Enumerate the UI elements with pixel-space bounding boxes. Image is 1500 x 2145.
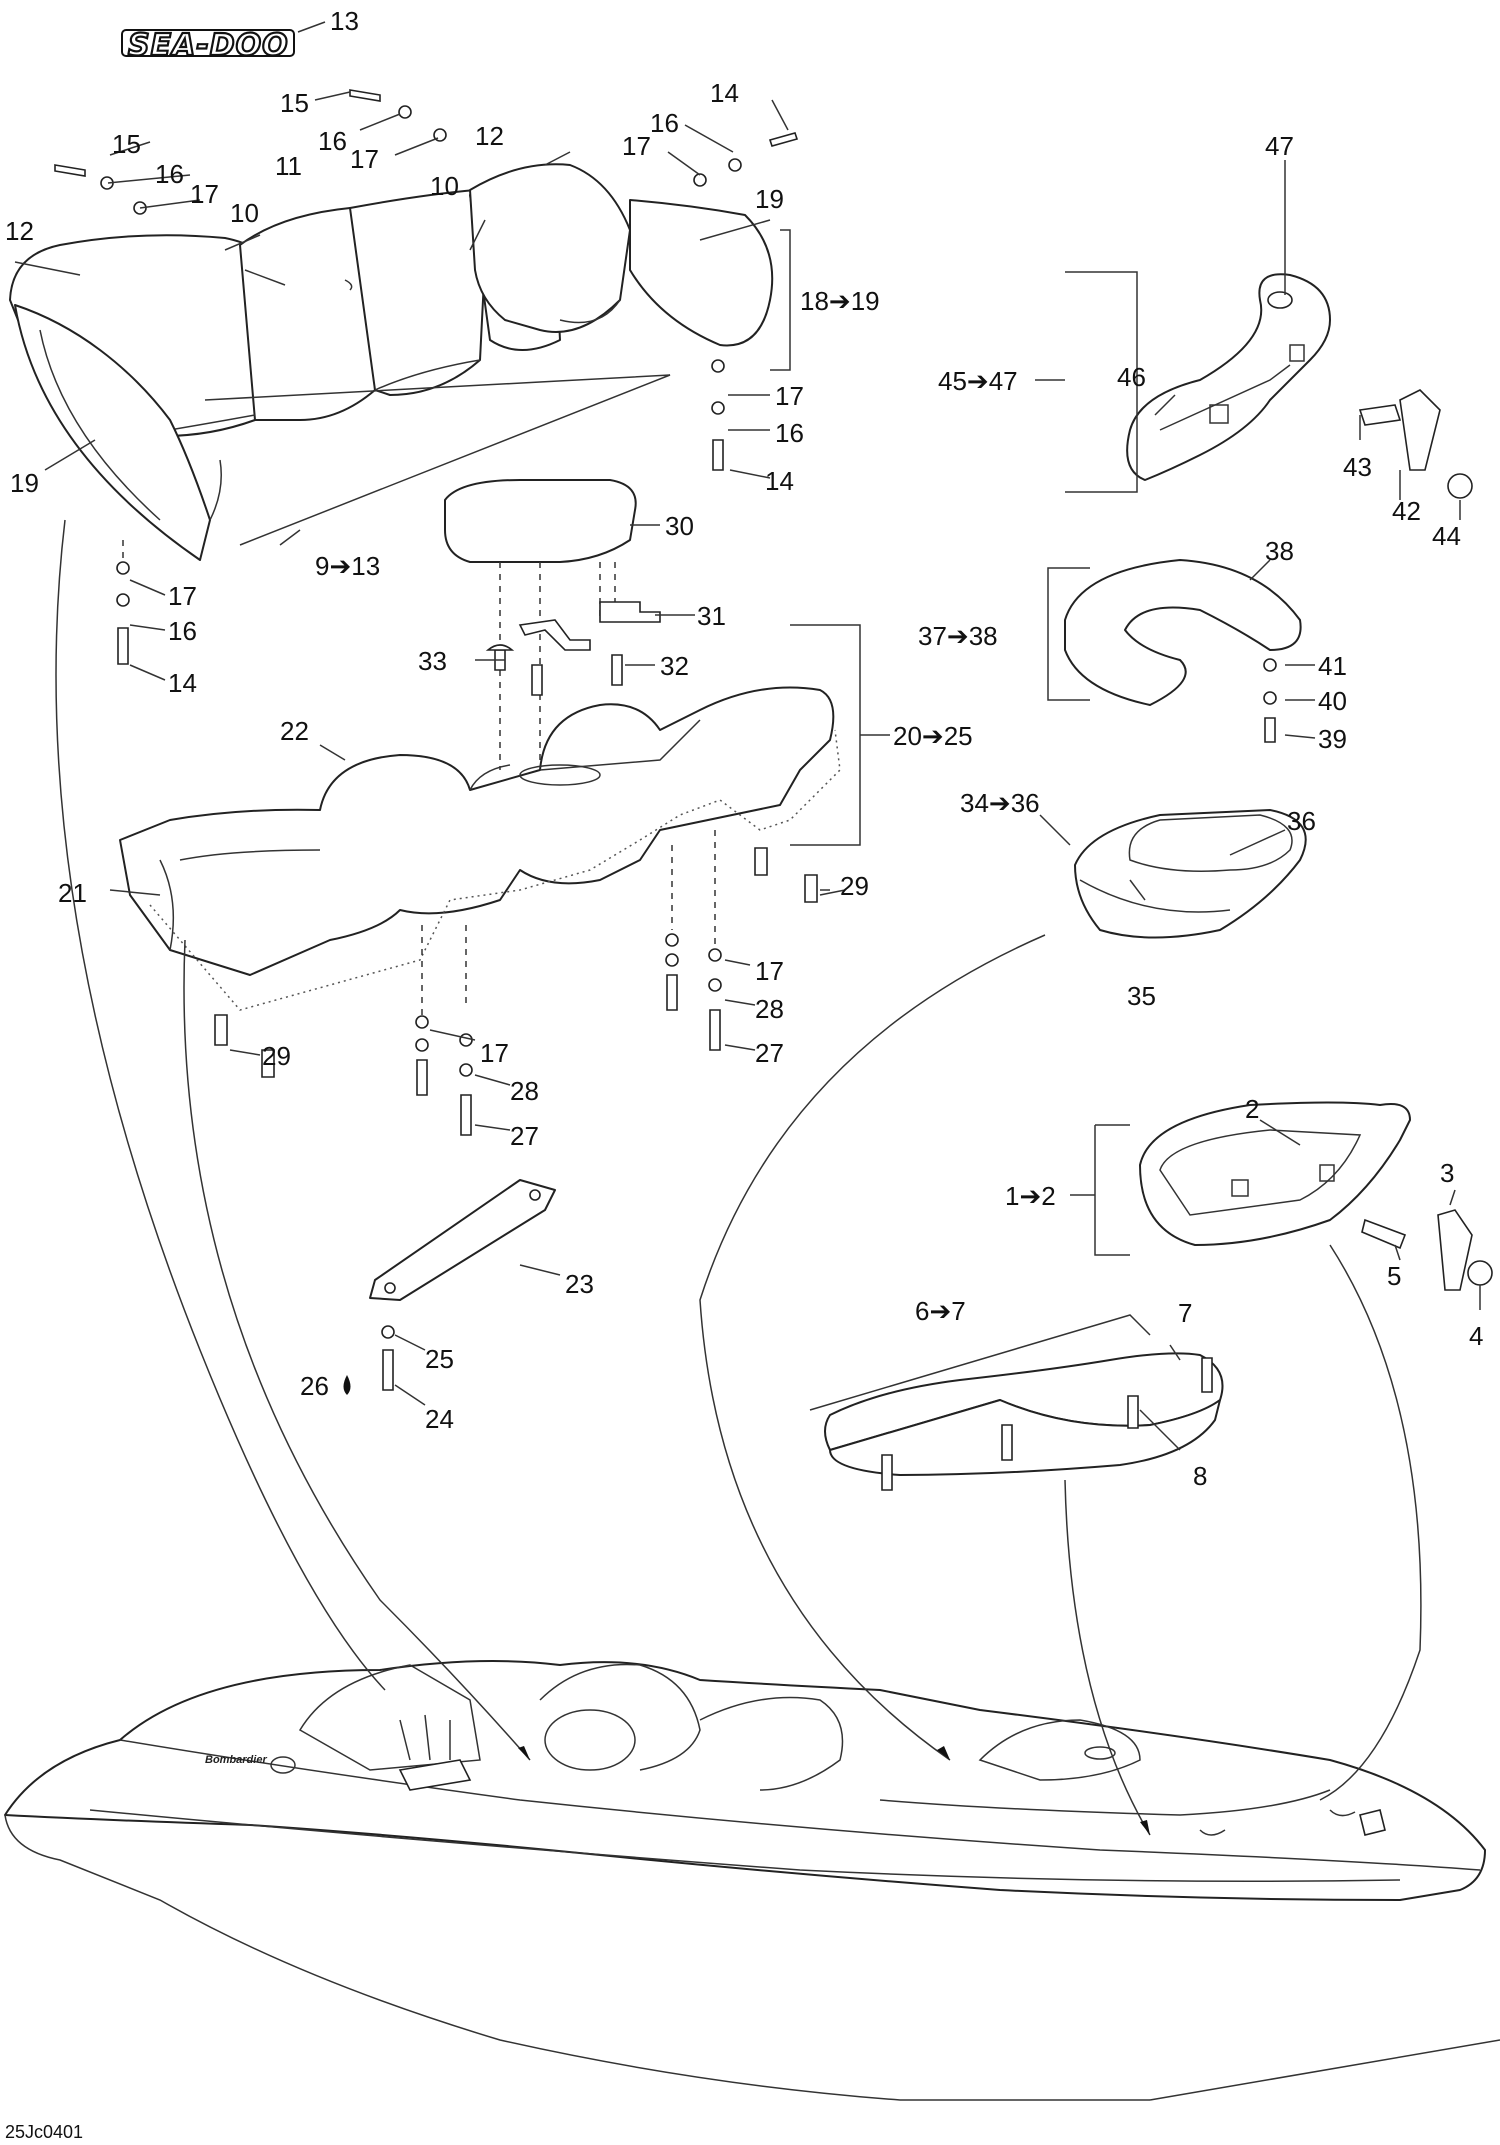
callout-16-top: 16	[318, 126, 347, 156]
callout-17-seat-right: 17	[755, 956, 784, 986]
callout-20-25: 20➔25	[893, 721, 973, 751]
callout-38: 38	[1265, 536, 1294, 566]
backrest-fasteners	[54, 89, 799, 665]
callout-23: 23	[565, 1269, 594, 1299]
callout-17-top: 17	[350, 144, 379, 174]
callout-14-right-low: 14	[765, 466, 794, 496]
callout-33: 33	[418, 646, 447, 676]
callout-34-36: 34➔36	[960, 788, 1040, 818]
callout-3: 3	[1440, 1158, 1454, 1188]
callout-43: 43	[1343, 452, 1372, 482]
callout-8: 8	[1193, 1461, 1207, 1491]
brand-text: Bombardier	[205, 1754, 267, 1766]
callout-15-top: 15	[280, 88, 309, 118]
backrest-cushion-assembly	[9, 163, 774, 561]
watercraft-hull: Bombardier	[4, 1660, 1500, 2101]
callout-6-7: 6➔7	[915, 1296, 966, 1326]
callout-29-right: 29	[840, 871, 869, 901]
callout-27-left: 27	[510, 1121, 539, 1151]
callout-16-right: 16	[650, 108, 679, 138]
callout-45-47: 45➔47	[938, 366, 1018, 396]
callout-22: 22	[280, 716, 309, 746]
callout-7: 7	[1178, 1298, 1192, 1328]
callout-13: 13	[330, 6, 359, 36]
callout-15-left: 15	[112, 129, 141, 159]
callout-17-right: 17	[622, 131, 651, 161]
callout-14-left-low: 14	[168, 668, 197, 698]
callout-37-38: 37➔38	[918, 621, 998, 651]
callout-16-left: 16	[155, 159, 184, 189]
callout-46: 46	[1117, 362, 1146, 392]
callout-44: 44	[1432, 521, 1461, 551]
callout-31: 31	[697, 601, 726, 631]
callout-1-2: 1➔2	[1005, 1181, 1056, 1211]
callout-28-right: 28	[755, 994, 784, 1024]
callout-32: 32	[660, 651, 689, 681]
callout-12-left: 12	[5, 216, 34, 246]
headrest	[1047, 559, 1302, 743]
grab-handle-rear	[1065, 271, 1473, 499]
callout-17-right-low: 17	[775, 381, 804, 411]
callout-4: 4	[1469, 1321, 1483, 1351]
callout-17-seat-left: 17	[480, 1038, 509, 1068]
callout-28-left: 28	[510, 1076, 539, 1106]
callout-29-left: 29	[262, 1041, 291, 1071]
callout-10-right: 10	[430, 171, 459, 201]
callout-41: 41	[1318, 651, 1347, 681]
storage-pad	[1074, 809, 1307, 939]
drawing-code: 25Jc0401	[5, 2122, 83, 2142]
callout-19-left: 19	[10, 468, 39, 498]
callout-10-left: 10	[230, 198, 259, 228]
callout-24: 24	[425, 1404, 454, 1434]
callout-30: 30	[665, 511, 694, 541]
callout-36: 36	[1287, 806, 1316, 836]
seat-cushion-7	[809, 1314, 1224, 1491]
leader-arrows	[55, 519, 1422, 1836]
callout-12-top: 12	[475, 121, 504, 151]
callout-labels: 13 15 16 17 15 16 17 12 11 10 10 12 14 1…	[5, 6, 1483, 1491]
callout-40: 40	[1318, 686, 1347, 716]
grab-handle-front	[1094, 1101, 1493, 1291]
callout-leaders	[14, 21, 1481, 1451]
callout-16-right-low: 16	[775, 418, 804, 448]
callout-35: 35	[1127, 981, 1156, 1011]
callout-9-13: 9➔13	[315, 551, 380, 581]
sea-doo-logo: SEA-DOO	[121, 27, 295, 64]
callout-5: 5	[1387, 1261, 1401, 1291]
callout-17-left-low: 17	[168, 581, 197, 611]
callout-47: 47	[1265, 131, 1294, 161]
callout-26: 26	[300, 1371, 329, 1401]
callout-11: 11	[275, 151, 302, 181]
callout-39: 39	[1318, 724, 1347, 754]
callout-25: 25	[425, 1344, 454, 1374]
logo-text: SEA-DOO	[128, 28, 289, 63]
callout-27-right: 27	[755, 1038, 784, 1068]
passenger-backrest	[444, 479, 661, 770]
callout-19-top: 19	[755, 184, 784, 214]
callout-17-left: 17	[190, 179, 219, 209]
callout-18-19: 18➔19	[800, 286, 880, 316]
callout-42: 42	[1392, 496, 1421, 526]
seat-strap	[343, 1179, 556, 1395]
main-seat	[119, 686, 841, 1011]
callout-16-left-low: 16	[168, 616, 197, 646]
callout-21: 21	[58, 878, 87, 908]
callout-2: 2	[1245, 1094, 1259, 1124]
callout-14-top: 14	[710, 78, 739, 108]
